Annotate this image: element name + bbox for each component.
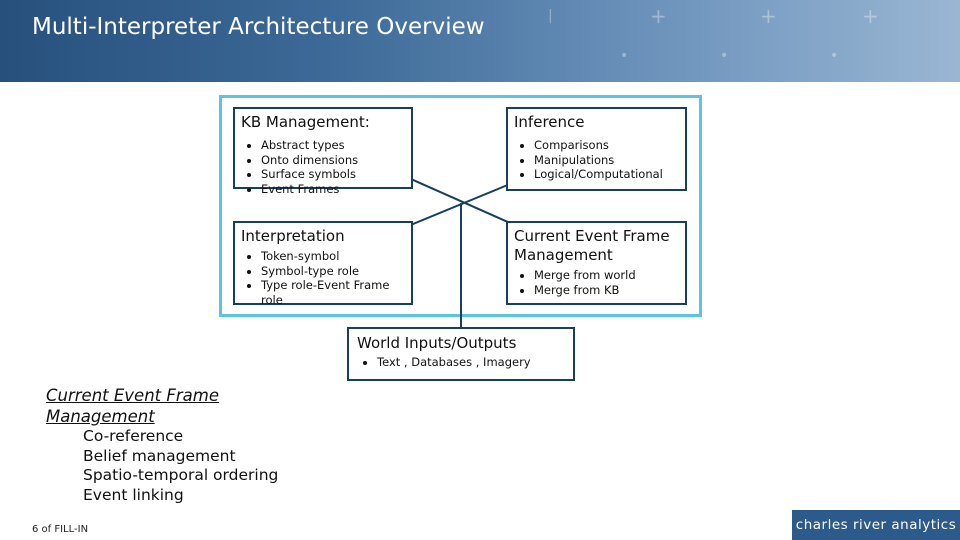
interpretation-list: Token-symbol Symbol-type role Type role-… [241, 249, 405, 307]
list-item: Merge from world [534, 268, 679, 283]
kb-management-title: KB Management: [241, 113, 370, 131]
kb-management-list: Abstract types Onto dimensions Surface s… [241, 138, 405, 196]
notes-item: Event linking [83, 485, 184, 504]
list-item: Onto dimensions [261, 153, 405, 168]
list-item: Merge from KB [534, 283, 679, 298]
kb-management-box: KB Management: Abstract types Onto dimen… [233, 107, 413, 196]
notes-heading: Current Event Frame Management [46, 386, 219, 426]
list-item: Abstract types [261, 138, 405, 153]
list-item: Surface symbols [261, 167, 405, 182]
list-item: Manipulations [534, 153, 679, 168]
current-event-frame-box: Current Event Frame Management Merge fro… [506, 221, 687, 305]
interpretation-box: Interpretation Token-symbol Symbol-type … [233, 221, 413, 307]
notes-item: Co-reference [83, 427, 184, 445]
world-io-title: World Inputs/Outputs [357, 334, 517, 352]
list-item: Logical/Computational [534, 167, 679, 182]
current-event-frame-title: Current Event Frame Management [514, 227, 670, 264]
list-item: Text , Databases , Imagery [377, 355, 565, 370]
notes-section: Current Event Frame Management Co-refere… [46, 385, 278, 505]
list-item: Comparisons [534, 138, 679, 153]
inference-box: Inference Comparisons Manipulations Logi… [506, 107, 687, 191]
list-item: Symbol-type role [261, 264, 405, 279]
company-logo: charles river analytics [792, 510, 960, 540]
banner-decoration: • [720, 48, 729, 64]
notes-item: Spatio-temporal ordering [83, 466, 279, 484]
banner-decoration: + [650, 4, 667, 28]
inference-title: Inference [514, 113, 585, 131]
connector-vertical [460, 203, 462, 327]
notes-item: Belief management [83, 446, 236, 465]
world-io-list: Text , Databases , Imagery [357, 355, 565, 370]
banner-decoration: • [830, 48, 839, 64]
banner-decoration: | [548, 8, 553, 24]
list-item: Token-symbol [261, 249, 405, 264]
banner-decoration: • [620, 48, 629, 64]
list-item: Event Frames [261, 182, 405, 197]
banner-decoration: + [862, 4, 879, 28]
title-banner: | + + + • • • Multi-Interpreter Architec… [0, 0, 960, 82]
current-event-frame-list: Merge from world Merge from KB [514, 268, 679, 297]
banner-decoration: + [760, 4, 777, 28]
list-item: Type role-Event Frame role [261, 278, 405, 307]
interpretation-title: Interpretation [241, 227, 345, 245]
inference-list: Comparisons Manipulations Logical/Comput… [514, 138, 679, 182]
page-number: 6 of FILL-IN [32, 524, 89, 535]
world-io-box: World Inputs/Outputs Text , Databases , … [347, 327, 575, 381]
slide-title: Multi-Interpreter Architecture Overview [32, 14, 485, 40]
